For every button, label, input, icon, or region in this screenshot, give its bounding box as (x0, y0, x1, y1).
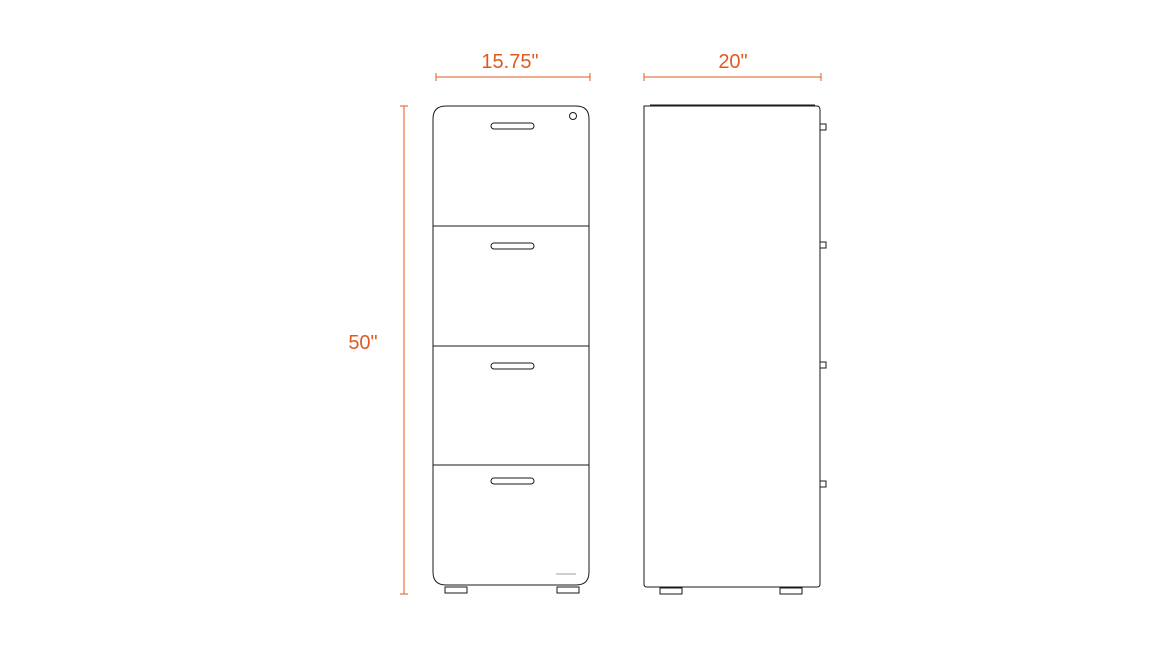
cabinet-side-view (643, 104, 827, 595)
cabinet-front-view (432, 105, 590, 594)
front-foot-left (444, 586, 468, 594)
side-handle (819, 361, 827, 369)
depth-dimension-line (643, 73, 822, 81)
depth-label: 20" (718, 51, 748, 73)
side-handle (819, 241, 827, 249)
side-foot-right (779, 587, 803, 595)
height-dimension-line (400, 105, 408, 595)
drawer-handle (490, 362, 535, 370)
side-handle (819, 480, 827, 488)
width-dimension-line (435, 73, 591, 81)
side-handle (819, 123, 827, 131)
drawer-handle (490, 242, 535, 250)
lock-icon (569, 112, 577, 120)
front-body (432, 105, 590, 586)
front-foot-right (556, 586, 580, 594)
drawer-handle (490, 122, 535, 130)
side-body (643, 105, 821, 588)
side-foot-left (659, 587, 683, 595)
drawer-handle (490, 477, 535, 485)
width-label: 15.75" (481, 51, 539, 73)
height-label: 50" (348, 332, 378, 354)
